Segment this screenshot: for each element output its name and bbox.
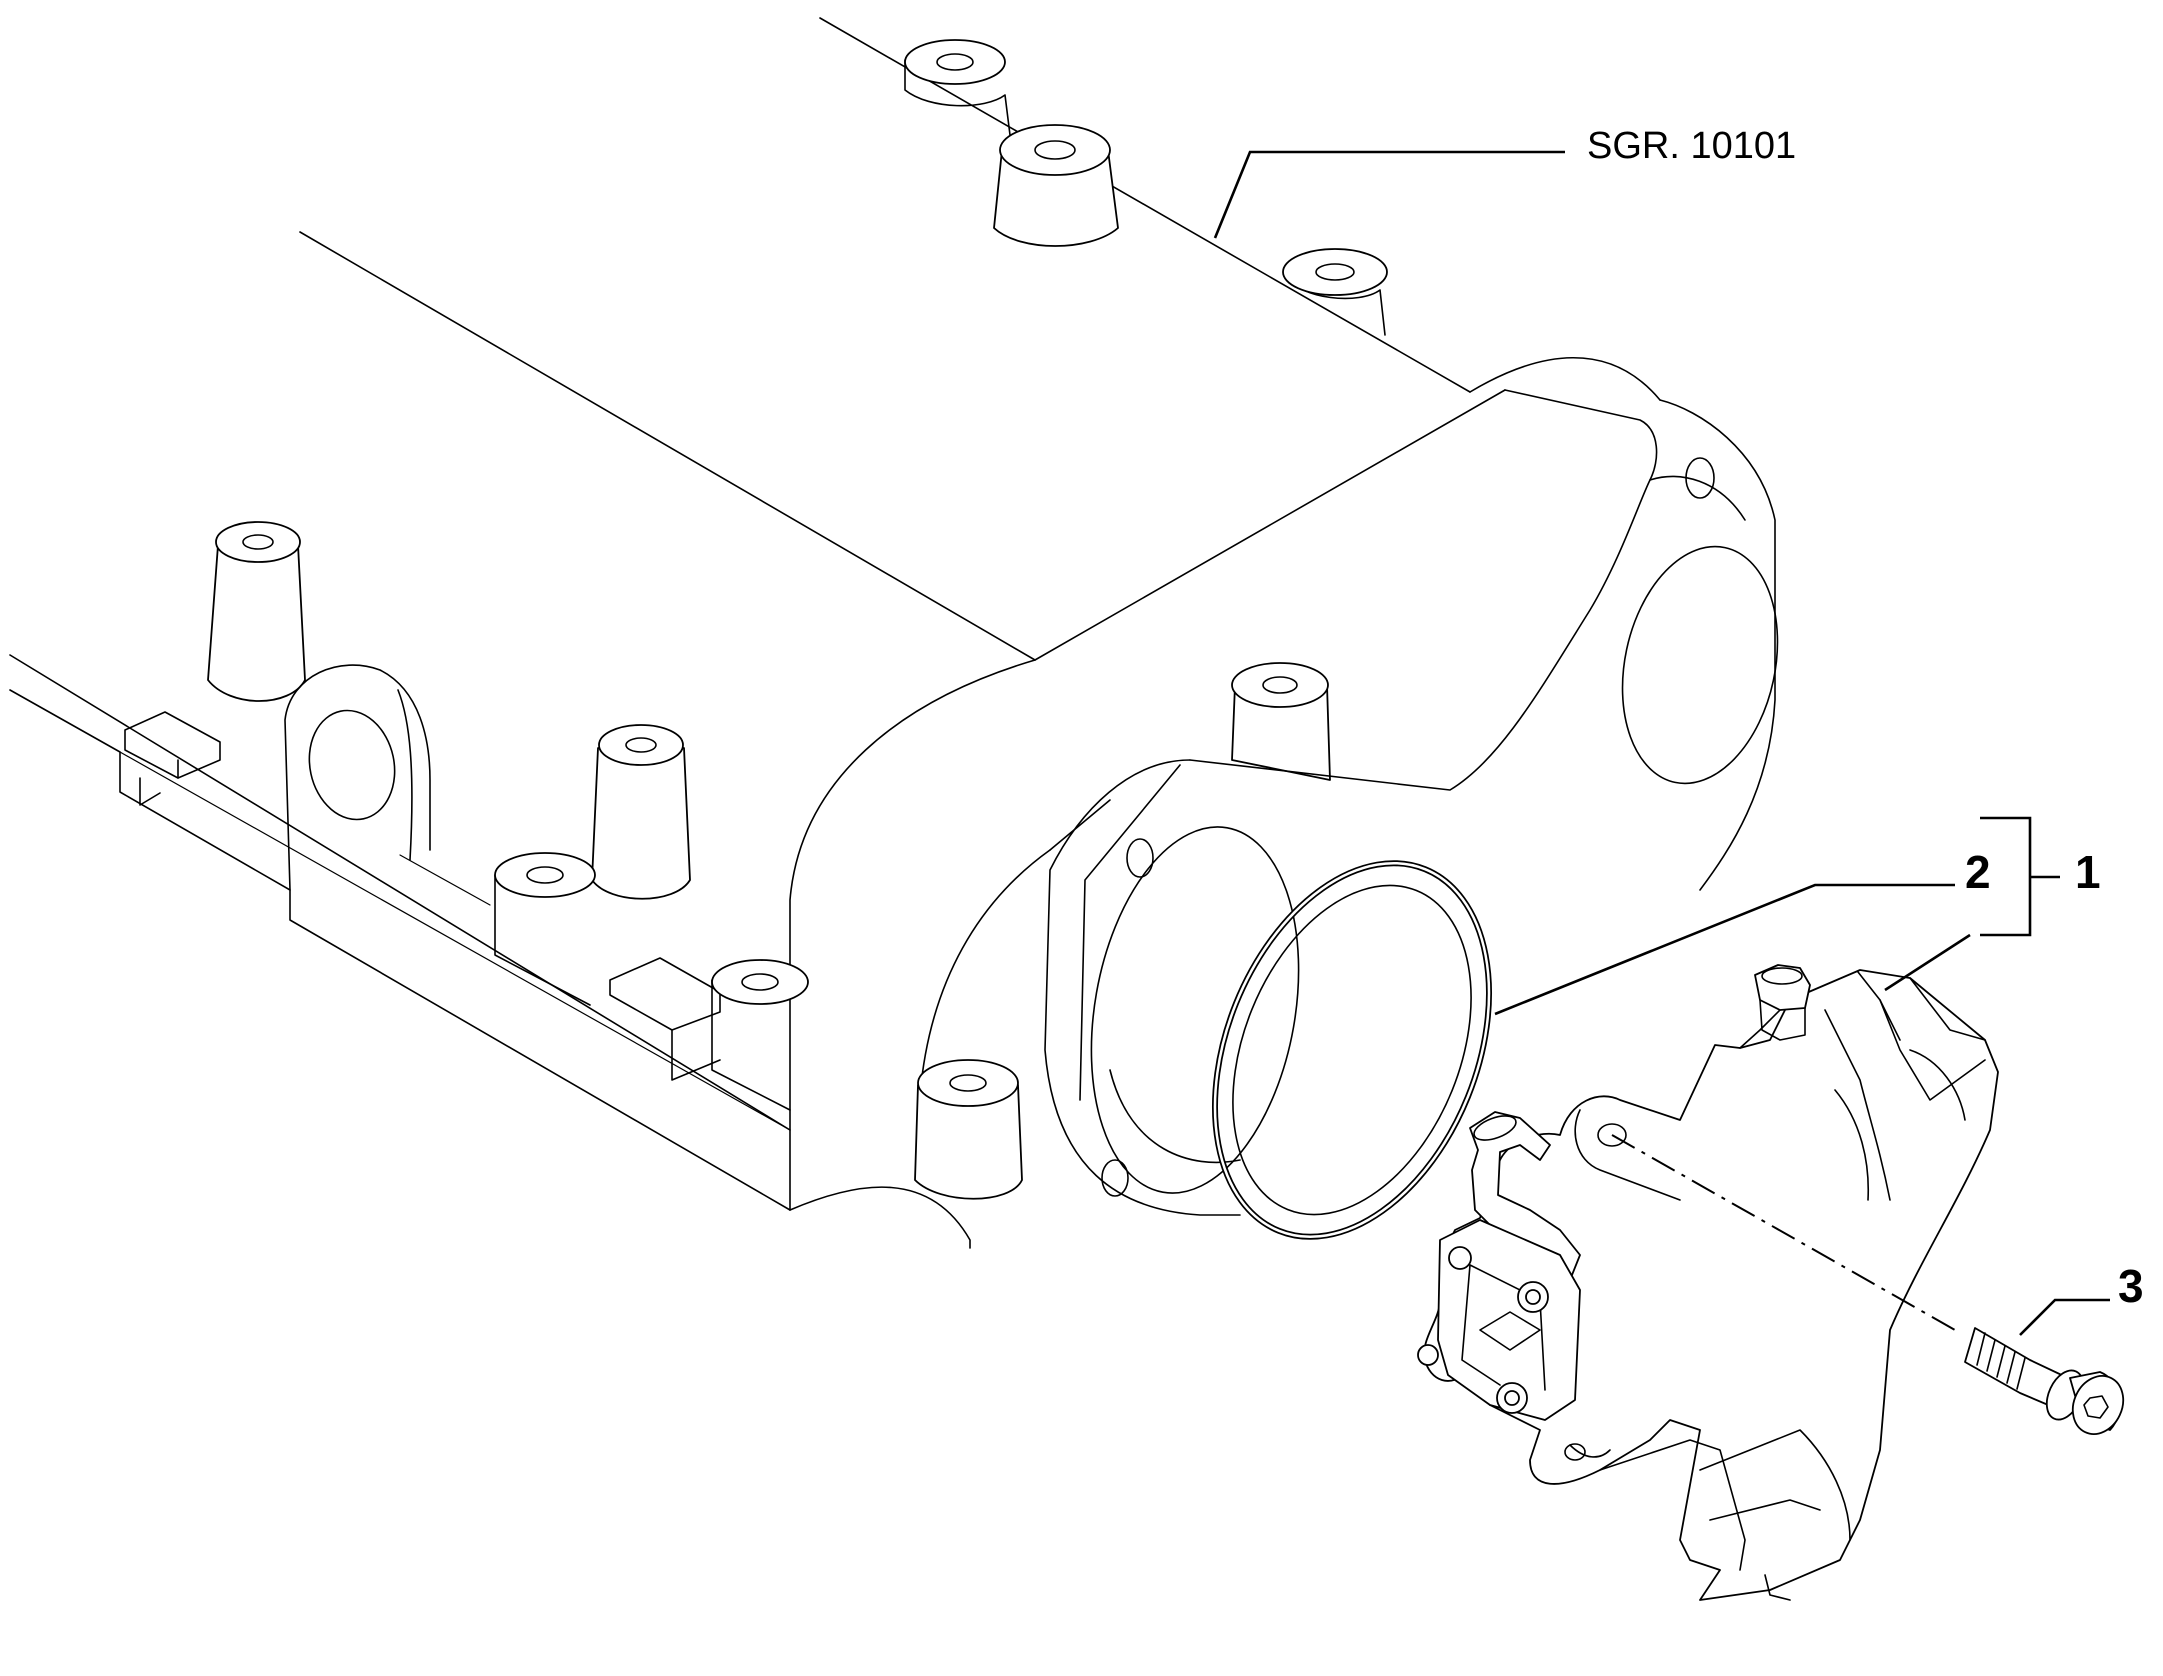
- boss-left-1: [207, 521, 306, 702]
- boss-top-1: [904, 39, 1011, 136]
- boss-left-3: [494, 852, 596, 1006]
- boss-top-2: [993, 124, 1119, 247]
- manifold-flange: [1044, 389, 1779, 1216]
- leader-sgr: [1213, 150, 1565, 239]
- leader-2: [1494, 883, 1955, 1016]
- leader-lines: [1213, 150, 2110, 1336]
- boss-left-2: [591, 724, 691, 900]
- boss-left-4: [711, 959, 809, 1111]
- boss-front: [914, 1059, 1023, 1200]
- mounting-lug: [284, 664, 431, 891]
- leader-3: [2019, 1298, 2110, 1336]
- boss-top-3: [1282, 248, 1388, 336]
- reference-label-sgr: SGR. 10101: [1587, 125, 1796, 167]
- callout-3: 3: [2118, 1260, 2144, 1312]
- leader-1: [1884, 933, 1971, 992]
- boss-mid: [1231, 662, 1331, 781]
- callout-1: 1: [2075, 846, 2101, 898]
- throttle-body: [1417, 964, 1999, 1601]
- bolt-axis-line: [1611, 1134, 1956, 1331]
- callout-2: 2: [1965, 846, 1991, 898]
- bolt: [1964, 1327, 2125, 1435]
- intake-manifold: [9, 17, 1779, 1249]
- gasket-ring: [1212, 860, 1492, 1240]
